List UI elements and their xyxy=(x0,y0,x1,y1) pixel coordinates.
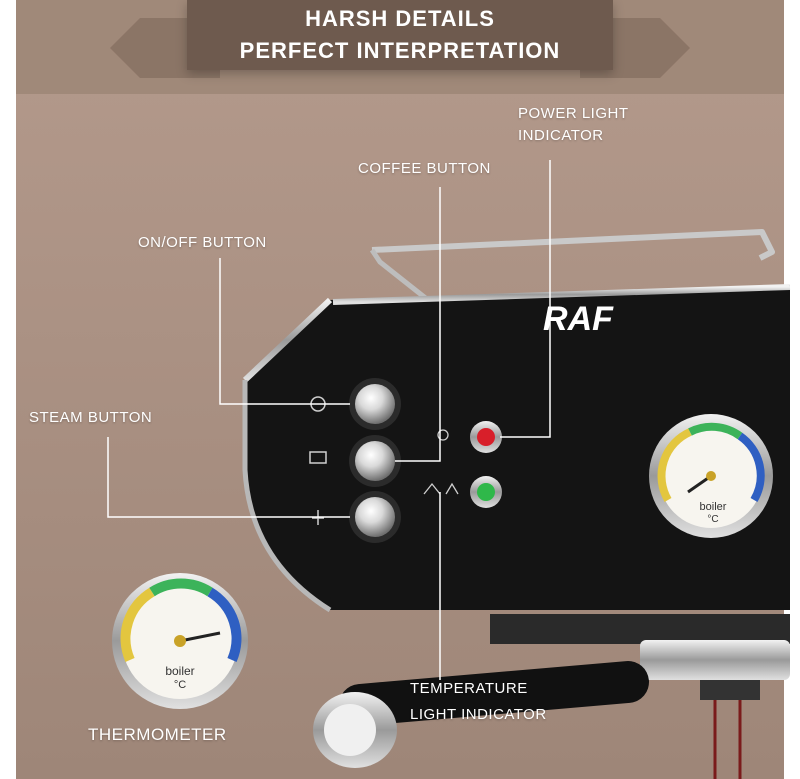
callout-lines xyxy=(107,160,551,680)
coffee-knob xyxy=(355,441,395,481)
svg-text:°C: °C xyxy=(174,679,186,691)
cup-symbol-icon xyxy=(309,451,327,464)
temperature-label-2: LIGHT INDICATOR xyxy=(410,706,547,723)
portafilter-handle xyxy=(339,661,649,726)
steam-button-label: STEAM BUTTON xyxy=(29,409,153,426)
power-light-label: POWER LIGHT xyxy=(518,105,629,122)
top-rail xyxy=(371,229,775,261)
power-light-symbol-icon xyxy=(437,429,449,441)
coffee-button-label: COFFEE BUTTON xyxy=(358,160,491,177)
power-light-leader xyxy=(500,160,551,438)
temperature-indicator-light xyxy=(477,483,495,501)
thermometer-label: THERMOMETER xyxy=(88,725,227,744)
banner-title-box: HARSH DETAILS PERFECT INTERPRETATION xyxy=(187,0,613,70)
steam-knob xyxy=(355,497,395,537)
brand-logo: RAF xyxy=(543,300,614,338)
temperature-symbol-icon xyxy=(423,482,459,495)
temperature-label: TEMPERATURE xyxy=(410,680,528,697)
svg-text:boiler: boiler xyxy=(700,501,727,513)
svg-text:°C: °C xyxy=(707,514,718,525)
banner-title-line-2: PERFECT INTERPRETATION xyxy=(239,38,561,63)
svg-text:boiler: boiler xyxy=(165,664,194,678)
steam-button-leader xyxy=(107,437,350,518)
power-indicator-light xyxy=(477,428,495,446)
coffee-button-leader xyxy=(395,187,441,462)
power-light-label-2: INDICATOR xyxy=(518,127,604,144)
onoff-knob xyxy=(355,384,395,424)
onoff-button-leader xyxy=(219,258,350,405)
onoff-button-label: ON/OFF BUTTON xyxy=(138,234,267,251)
banner-title-line-1: HARSH DETAILS xyxy=(305,6,495,31)
